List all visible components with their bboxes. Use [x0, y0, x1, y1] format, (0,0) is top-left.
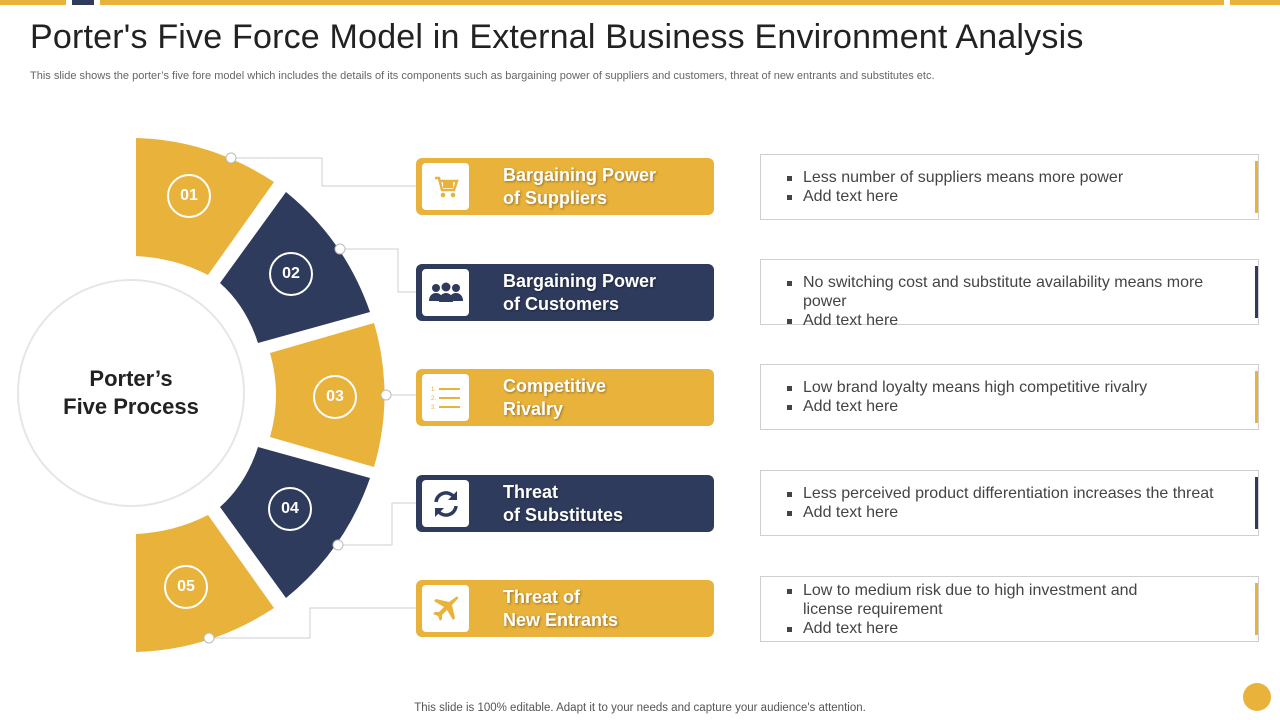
segment-number-02: 02	[269, 252, 313, 296]
page-subtitle: This slide shows the porter’s five fore …	[30, 70, 935, 82]
connector-04	[338, 502, 416, 546]
description-bullet: Add text here	[787, 187, 1250, 206]
connector-dot-02	[334, 243, 346, 255]
refresh-icon	[422, 480, 469, 527]
accent-bar	[1255, 266, 1258, 318]
description-bullet: Less perceived product differentiation i…	[787, 484, 1250, 503]
connector-dot-03	[380, 389, 392, 401]
description-bullet: Add text here	[787, 619, 1148, 638]
description-list: Low to medium risk due to high investmen…	[787, 581, 1148, 638]
description-bullet: Add text here	[787, 311, 1250, 330]
segment-number-01: 01	[167, 174, 211, 218]
description-bullet: Less number of suppliers means more powe…	[787, 168, 1250, 187]
description-bullet: Add text here	[787, 503, 1250, 522]
description-box-suppliers: Less number of suppliers means more powe…	[760, 154, 1259, 220]
page-title: Porter's Five Force Model in External Bu…	[30, 18, 1084, 56]
airplane-icon	[422, 585, 469, 632]
segment-number-05: 05	[164, 565, 208, 609]
connector-dot-01	[225, 152, 237, 164]
accent-bar	[1255, 161, 1258, 213]
connector-dot-04	[332, 539, 344, 551]
center-circle	[17, 279, 245, 507]
svg-text:3.: 3.	[431, 405, 436, 411]
accent-bar	[1255, 371, 1258, 423]
description-box-rivalry: Low brand loyalty means high competitive…	[760, 364, 1259, 430]
top-accent-bar	[0, 0, 1280, 5]
description-list: No switching cost and substitute availab…	[787, 273, 1250, 330]
footer-note: This slide is 100% editable. Adapt it to…	[414, 702, 866, 714]
accent-bar	[1255, 583, 1258, 635]
description-bullet: Add text here	[787, 397, 1250, 416]
accent-bar	[1255, 477, 1258, 529]
description-box-substitutes: Less perceived product differentiation i…	[760, 470, 1259, 536]
description-list: Low brand loyalty means high competitive…	[787, 378, 1250, 416]
center-label-line1: Porter’s	[89, 366, 173, 391]
description-bullet: No switching cost and substitute availab…	[787, 273, 1250, 311]
description-box-customers: No switching cost and substitute availab…	[760, 259, 1259, 329]
segment-number-04: 04	[268, 487, 312, 531]
svg-text:2.: 2.	[431, 396, 436, 402]
list-icon: 1. 2. 3.	[422, 374, 469, 421]
segment-number-03: 03	[313, 375, 357, 419]
connector-05	[209, 607, 416, 639]
description-bullet: Low brand loyalty means high competitive…	[787, 378, 1250, 397]
description-list: Less number of suppliers means more powe…	[787, 168, 1250, 206]
description-list: Less perceived product differentiation i…	[787, 484, 1250, 522]
connector-dot-05	[203, 632, 215, 644]
svg-text:1.: 1.	[431, 387, 436, 393]
center-label: Porter’s Five Process	[20, 282, 242, 504]
connector-01	[231, 157, 416, 187]
cart-icon	[422, 163, 469, 210]
center-label-line2: Five Process	[63, 394, 199, 419]
people-icon	[422, 269, 469, 316]
corner-decoration	[1243, 683, 1271, 711]
description-box-new-entrants: Low to medium risk due to high investmen…	[760, 576, 1259, 642]
description-bullet: Low to medium risk due to high investmen…	[787, 581, 1148, 619]
connector-02	[340, 248, 416, 293]
